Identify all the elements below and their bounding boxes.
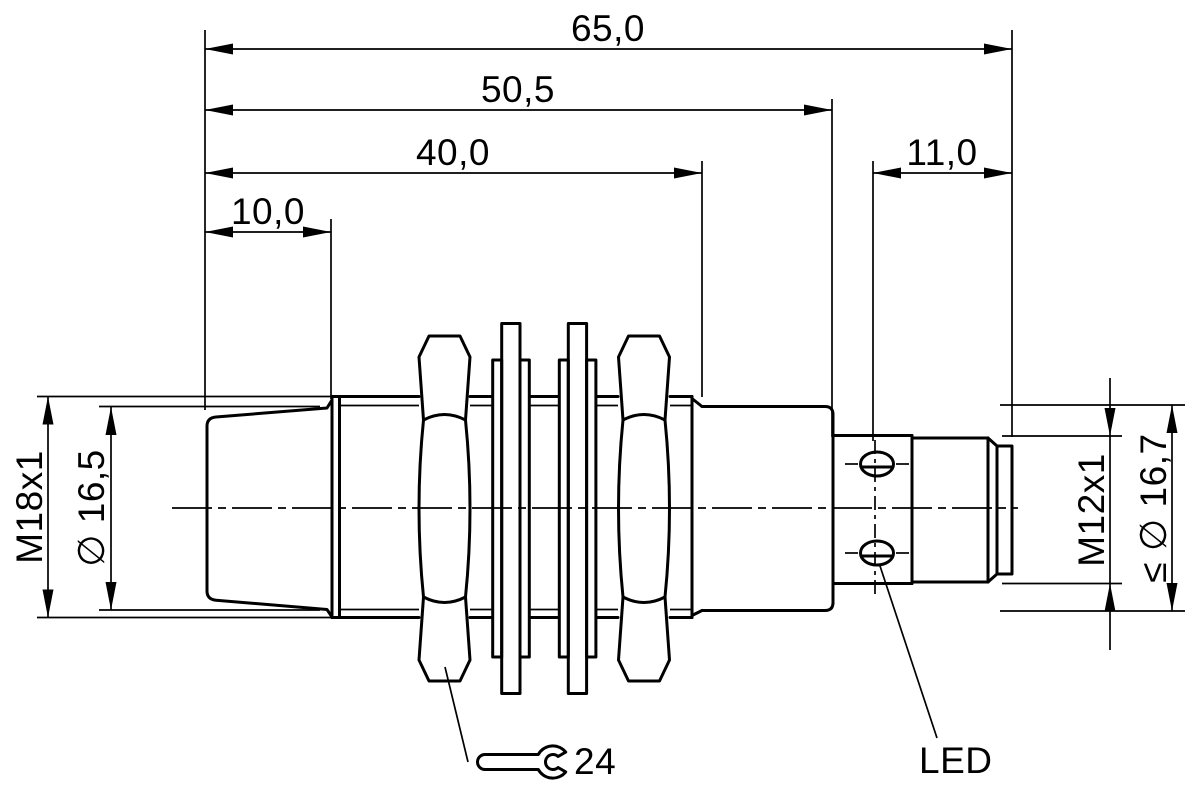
washer-stack-front: [491, 322, 531, 695]
dim-thread-length-label: 40,0: [416, 132, 490, 173]
leader-led: [879, 565, 938, 739]
sensor-tip: [205, 398, 334, 619]
dim-tip-length-label: 10,0: [231, 191, 305, 232]
wrench-icon: [476, 744, 568, 780]
led-label: LED: [919, 740, 992, 781]
connector-end-face: [995, 444, 1014, 576]
thread-end-chamfer: [690, 395, 704, 619]
led-window-section: [831, 434, 914, 585]
thread-barrel: [330, 395, 694, 619]
thread-root-lines: [340, 404, 692, 611]
wrench-size-label: 24: [574, 741, 616, 782]
m12-connector: [910, 436, 1014, 584]
dim-tip-diameter-label: ∅ 16,5: [71, 449, 112, 567]
dim-total-label: 65,0: [571, 8, 645, 49]
dim-connector-thread-label: M12x1: [1071, 453, 1112, 567]
dim-connector-length-label: 11,0: [906, 132, 977, 173]
dim-to-body-end-label: 50,5: [481, 69, 555, 110]
led-indicator-1: [859, 450, 895, 478]
leader-wrench: [444, 666, 469, 763]
dim-body-diameter-label: ≤ ∅ 16,7: [1133, 433, 1174, 582]
extension-lines: [37, 30, 1185, 619]
hex-nut-front: [417, 334, 472, 683]
washer-stack-rear: [557, 322, 598, 695]
arrowheads: [42, 43, 1178, 618]
dim-front-thread-label: M18x1: [9, 450, 50, 564]
sensor-body: [700, 405, 835, 612]
hex-nut-rear: [617, 334, 671, 683]
centerline-led-ticks: [845, 463, 909, 554]
led-indicator-2: [859, 539, 895, 567]
